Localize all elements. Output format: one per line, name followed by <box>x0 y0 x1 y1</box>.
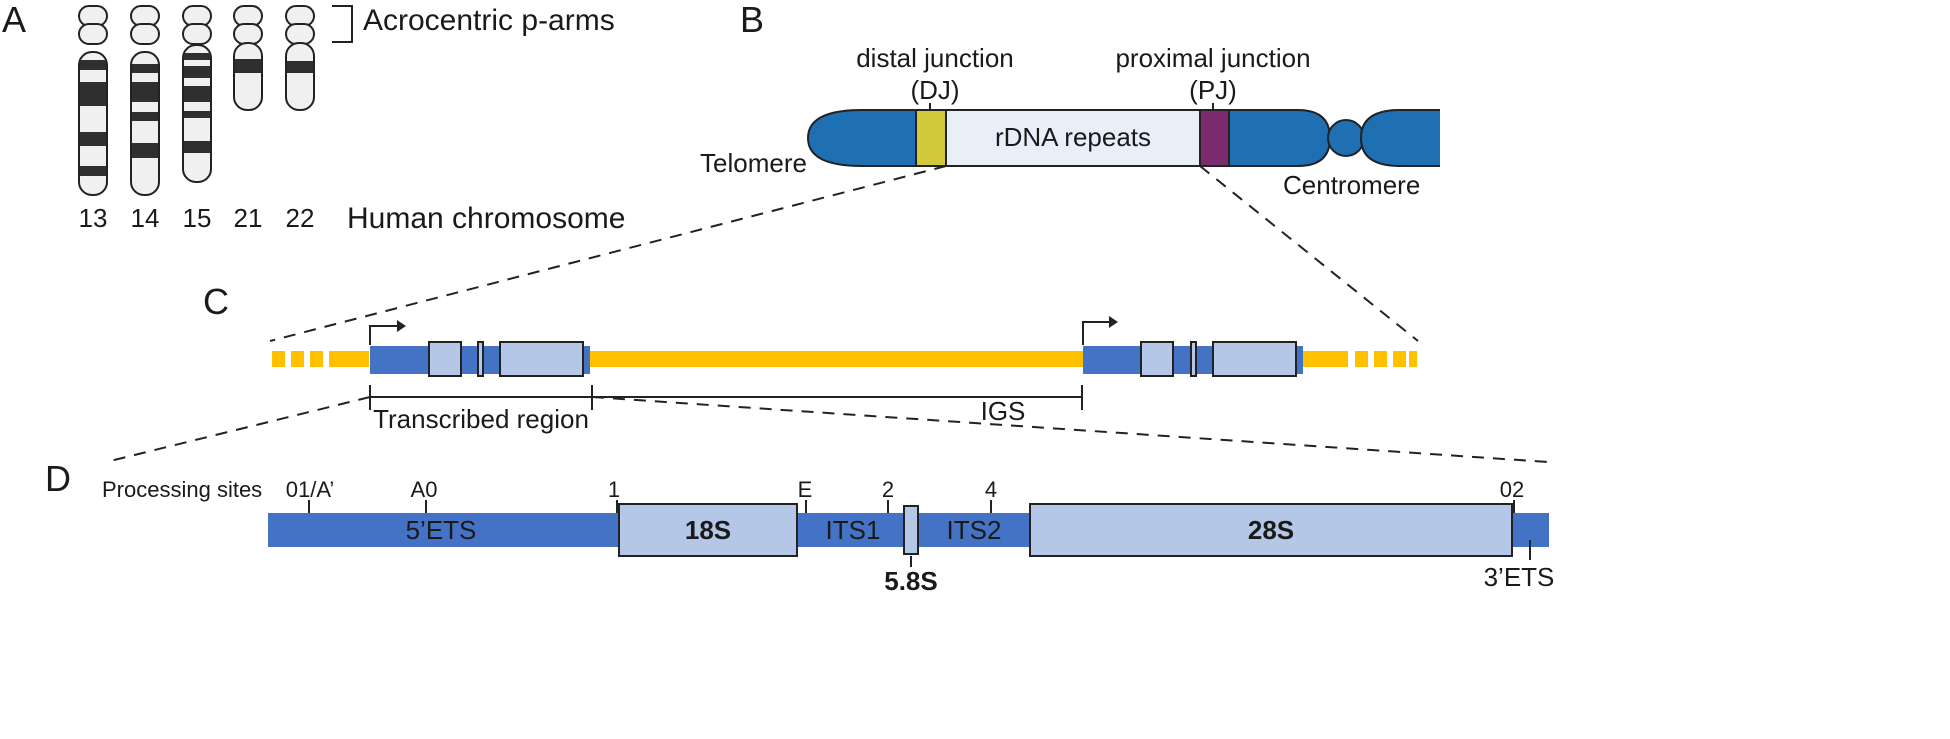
panel-a: A <box>2 0 625 235</box>
centromere-constriction <box>1327 119 1365 157</box>
igs-dash <box>291 351 304 367</box>
rdna-repeats-block <box>945 109 1201 167</box>
igs-segment <box>590 351 1083 367</box>
rrna-28s-c2 <box>1212 341 1297 377</box>
rrna-28s-c1 <box>499 341 584 377</box>
chromosome-15 <box>182 5 212 183</box>
telomere-label: Telomere <box>700 148 807 178</box>
telomere-end <box>806 109 919 167</box>
igs-dash <box>310 351 323 367</box>
site-label-1: 1 <box>608 477 620 502</box>
rrna-18s-c2 <box>1140 341 1174 377</box>
rdna-repeats-label: rDNA repeats <box>995 122 1151 152</box>
panel-c-letter: C <box>203 281 229 322</box>
zoom-line-b-right <box>1199 165 1419 342</box>
its2-label: ITS2 <box>947 515 1002 545</box>
igs-dash <box>1393 351 1406 367</box>
chr-label-21: 21 <box>234 203 263 233</box>
its1-label: ITS1 <box>826 515 881 545</box>
igs-dash <box>1409 351 1417 367</box>
ets5-label: 5’ETS <box>406 515 477 545</box>
igs-segment <box>329 351 369 367</box>
rrna-58s-c2 <box>1190 341 1197 377</box>
site-label-4: 4 <box>985 477 997 502</box>
panel-a-letter: A <box>2 0 26 40</box>
p-arm-bracket <box>332 5 353 43</box>
rrna-18s-block <box>618 503 798 557</box>
panel-c: C Transcribed region IGS <box>105 281 1549 463</box>
site-label-a0: A0 <box>411 477 438 502</box>
panel-b-letter: B <box>740 0 764 40</box>
panel-d-letter: D <box>45 458 71 499</box>
p-arm-end <box>1228 109 1332 167</box>
igs-dash <box>272 351 285 367</box>
human-chromosome-label: Human chromosome <box>347 202 625 235</box>
igs-dash <box>1374 351 1387 367</box>
panel-d: D Processing sites 01/A’ A0 1 E 2 4 02 5… <box>45 458 1554 596</box>
rrna-58s-c1 <box>477 341 484 377</box>
site-label-01: 01/A’ <box>286 477 335 502</box>
acrocentric-label: Acrocentric p-arms <box>363 4 615 37</box>
rrna-28s-label: 28S <box>1248 515 1294 545</box>
rrna-58s-label: 5.8S <box>884 566 938 596</box>
transcribed-region-label: Transcribed region <box>373 404 589 434</box>
proximal-junction-block <box>1199 109 1230 167</box>
distal-junction-block <box>915 109 947 167</box>
chr-label-15: 15 <box>183 203 212 233</box>
igs-dash <box>1355 351 1368 367</box>
site-label-2: 2 <box>882 477 894 502</box>
distal-junction-abbr: (DJ) <box>910 75 959 105</box>
distal-junction-label: distal junction <box>856 43 1014 73</box>
igs-segment <box>1303 351 1348 367</box>
tss-arrowhead-1 <box>397 320 406 332</box>
centromere-label: Centromere <box>1283 170 1420 200</box>
zoom-line-c-right <box>591 396 1549 463</box>
igs-label: IGS <box>981 396 1026 426</box>
chr-label-14: 14 <box>131 203 160 233</box>
tss-arrowhead-2 <box>1109 316 1118 328</box>
chromosome-21 <box>233 5 263 111</box>
tss-arrow-2 <box>1082 321 1115 345</box>
q-arm-start <box>1359 109 1440 167</box>
zoom-line-b-left <box>269 165 947 342</box>
proximal-junction-abbr: (PJ) <box>1189 75 1237 105</box>
chr-label-13: 13 <box>79 203 108 233</box>
rrna-18s-label: 18S <box>685 515 731 545</box>
rrna-28s-block <box>1029 503 1513 557</box>
ets3-label: 3’ETS <box>1484 562 1555 592</box>
chromosome-14 <box>130 5 160 196</box>
chromosome-13 <box>78 5 108 196</box>
site-label-e: E <box>798 477 813 502</box>
rrna-18s-c1 <box>428 341 462 377</box>
chromosome-22 <box>285 5 315 111</box>
proximal-junction-label: proximal junction <box>1115 43 1310 73</box>
panel-b: B distal junction (DJ) proximal junction… <box>269 0 1440 342</box>
tss-arrow-1 <box>369 325 403 345</box>
site-label-02: 02 <box>1500 477 1524 502</box>
chr-label-22: 22 <box>286 203 315 233</box>
zoom-line-c-left <box>105 396 371 463</box>
processing-sites-label: Processing sites <box>102 477 262 502</box>
igs-bracket <box>592 385 1083 410</box>
rrna-58s-block <box>903 505 919 555</box>
